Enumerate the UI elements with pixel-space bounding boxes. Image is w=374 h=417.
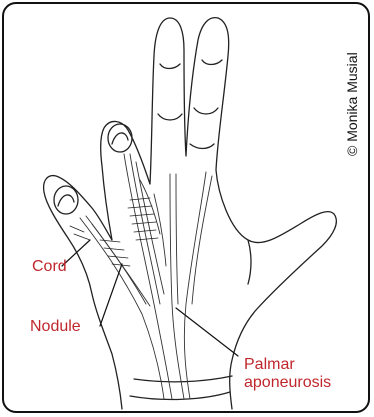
fingertip	[108, 124, 132, 152]
palmar-label-line1: Palmar	[244, 356, 295, 374]
palmar-leader-line	[176, 308, 238, 356]
palmar-label-line2: aponeurosis	[244, 374, 331, 392]
nodule-leader-line	[100, 264, 122, 326]
wrist-crease	[134, 376, 232, 382]
copyright-credit: © Monika Musial	[344, 52, 360, 156]
hand-outline	[44, 18, 337, 409]
hand-illustration	[4, 4, 370, 413]
fingertip	[54, 186, 78, 214]
cord-label: Cord	[32, 258, 67, 276]
wrist-crease	[130, 392, 230, 399]
illustration-frame: Cord Nodule Palmar aponeurosis © Monika …	[2, 2, 370, 413]
nodule-label: Nodule	[30, 318, 81, 336]
